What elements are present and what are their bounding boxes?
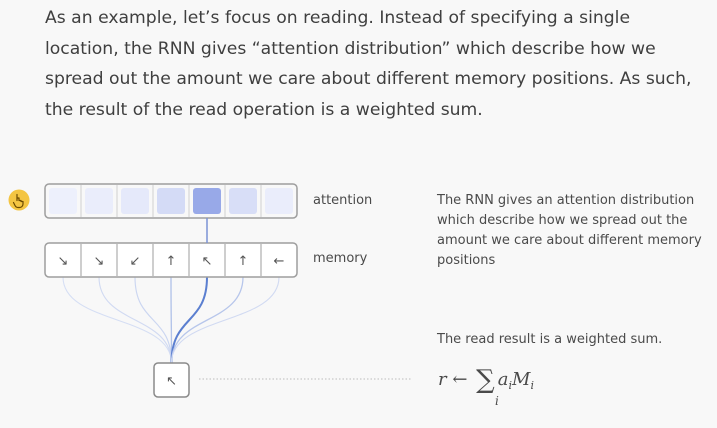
- formula-index: i: [495, 394, 499, 408]
- memory-cells: ↘ ↘ ↙ ↑ ↖ ↑ ←: [58, 244, 285, 276]
- formula-sum-symbol: ∑: [476, 365, 495, 395]
- memory-to-read-curve: [62, 276, 173, 364]
- weighted-sum-formula: r ← ∑aiMi i: [438, 362, 534, 408]
- intro-paragraph: As an example, let’s focus on reading. I…: [45, 8, 692, 120]
- attention-label: attention: [313, 193, 373, 208]
- memory-to-read-curve: [170, 276, 244, 364]
- memory-to-read-curve: [170, 276, 280, 364]
- formula-term: a: [497, 369, 509, 390]
- formula-lhs: r: [438, 369, 447, 390]
- read-result-description: The read result is a weighted sum.: [437, 332, 663, 347]
- hand-pointer-icon: [8, 189, 30, 211]
- attention-cell: [49, 188, 77, 214]
- memory-to-read-curve: [134, 276, 173, 364]
- memory-cell-arrow: ↘: [94, 254, 105, 269]
- memory-to-read-curve: [170, 276, 173, 364]
- memory-cell-arrow: ↑: [238, 254, 249, 269]
- memory-label: memory: [313, 251, 368, 266]
- attention-cell: [121, 188, 149, 214]
- read-result-arrow: ↖: [166, 374, 177, 389]
- memory-cell-arrow: ←: [274, 254, 285, 269]
- memory-cell-arrow: ↖: [202, 254, 213, 269]
- formula-var: M: [512, 369, 531, 390]
- memory-cell-arrow: ↙: [130, 254, 141, 269]
- attention-connections: [62, 276, 280, 364]
- memory-to-read-curve: [98, 276, 173, 364]
- formula-arrow: ←: [452, 369, 468, 390]
- attention-cells: [49, 185, 293, 217]
- attention-cell: [157, 188, 185, 214]
- memory-bar-frame: [44, 242, 298, 278]
- memory-cell-arrow: ↑: [166, 254, 177, 269]
- attention-cell: [193, 188, 221, 214]
- formula-term-sub: i: [508, 379, 512, 392]
- attention-description: The RNN gives an attention distribution …: [437, 193, 702, 268]
- attention-cell: [85, 188, 113, 214]
- memory-cell-arrow: ↘: [58, 254, 69, 269]
- formula-var-sub: i: [530, 379, 534, 392]
- attention-cell: [229, 188, 257, 214]
- attention-bar-frame: [44, 183, 298, 219]
- memory-to-read-curve: [170, 276, 209, 364]
- attention-cell: [265, 188, 293, 214]
- read-result-box: [153, 362, 190, 398]
